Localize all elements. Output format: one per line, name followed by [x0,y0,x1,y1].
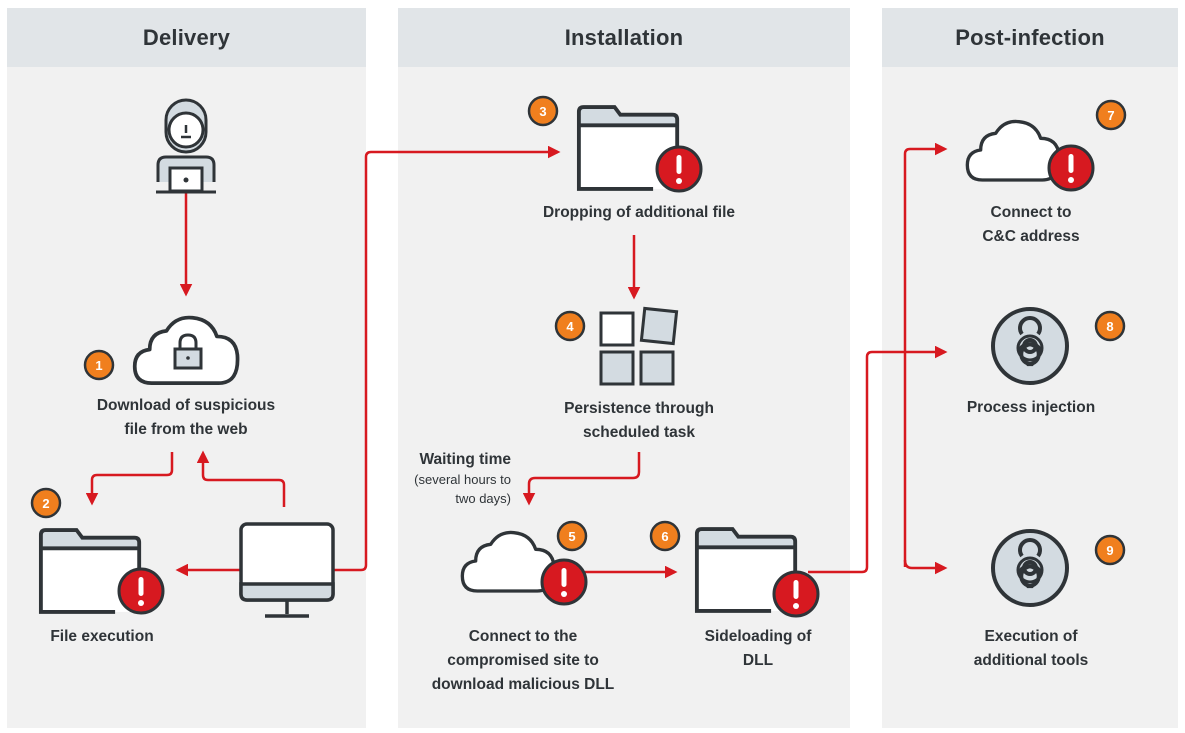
svg-text:1: 1 [95,358,102,373]
step-badge-1: 1 [83,349,115,381]
step-label-5: Connect to the compromised site to downl… [432,625,615,697]
arrow-download-to-execution [85,452,174,506]
desktop-computer-icon [239,522,335,618]
step-badge-4: 4 [554,310,586,342]
label-line: Dropping of additional file [542,204,736,221]
arrow-computer-to-download [196,450,286,507]
step-label-2: File execution [50,625,153,649]
biohazard-icon [991,307,1069,385]
step-label-6: Sideloading of DLL [705,625,812,673]
step-label-9: Execution of additional tools [974,625,1089,673]
step-badge-2: 2 [30,487,62,519]
waiting-time-title: Waiting time [419,451,511,468]
svg-text:6: 6 [661,529,668,544]
step-badge-8: 8 [1094,310,1126,342]
biohazard-icon [991,529,1069,607]
label-line: Execution of [984,628,1078,645]
svg-text:5: 5 [568,529,575,544]
waiting-time-subtitle: two days) [455,491,511,506]
phase-header-delivery: Delivery [7,8,366,67]
label-line: compromised site to [447,652,599,669]
arrow-to-tools [903,559,948,575]
step-badge-9: 9 [1094,534,1126,566]
label-line: Sideloading of [704,628,812,645]
step-badge-5: 5 [556,520,588,552]
step-badge-7: 7 [1095,99,1127,131]
label-line: file from the web [124,421,248,438]
label-line: Persistence through [564,400,714,417]
label-line: DLL [742,652,774,669]
label-line: scheduled task [583,424,695,441]
folder-alert-icon [576,105,703,193]
step-badge-3: 3 [527,95,559,127]
arrow-to-cc [903,142,948,567]
cloud-alert-icon [965,119,1095,192]
phase-header-installation: Installation [398,8,850,67]
label-line: Connect to [990,204,1072,221]
label-line: File execution [50,628,154,645]
label-line: Connect to the [468,628,578,645]
arrow-sideload-to-injection [808,345,948,574]
step-label-7: Connect to C&C address [982,201,1079,249]
step-label-4: Persistence through scheduled task [564,397,714,445]
waiting-time-subtitle: (several hours to [414,472,511,487]
hacker-laptop-icon [156,98,216,194]
svg-text:9: 9 [1106,543,1113,558]
arrow-persistence-to-cloud [522,452,641,506]
svg-text:7: 7 [1107,108,1114,123]
step-label-3: Dropping of additional file [543,201,735,225]
label-line: Process injection [966,399,1096,416]
waiting-time-note: Waiting time (several hours to two days) [414,450,511,508]
step-label-1: Download of suspicious file from the web [97,394,275,442]
label-line: download malicious DLL [431,676,615,693]
svg-text:8: 8 [1106,319,1113,334]
label-line: additional tools [973,652,1089,669]
label-line: C&C address [982,228,1080,245]
scheduled-task-grid-icon [599,306,679,386]
folder-alert-icon [694,527,820,618]
arrow-computer-to-dropping [334,145,561,572]
step-label-8: Process injection [967,396,1095,420]
folder-alert-icon [38,528,165,615]
cloud-lock-icon [132,315,240,385]
phase-header-post-infection: Post-infection [882,8,1178,67]
label-line: Download of suspicious [96,397,276,414]
svg-text:2: 2 [42,496,49,511]
step-badge-6: 6 [649,520,681,552]
svg-text:3: 3 [539,104,546,119]
svg-text:4: 4 [566,319,574,334]
